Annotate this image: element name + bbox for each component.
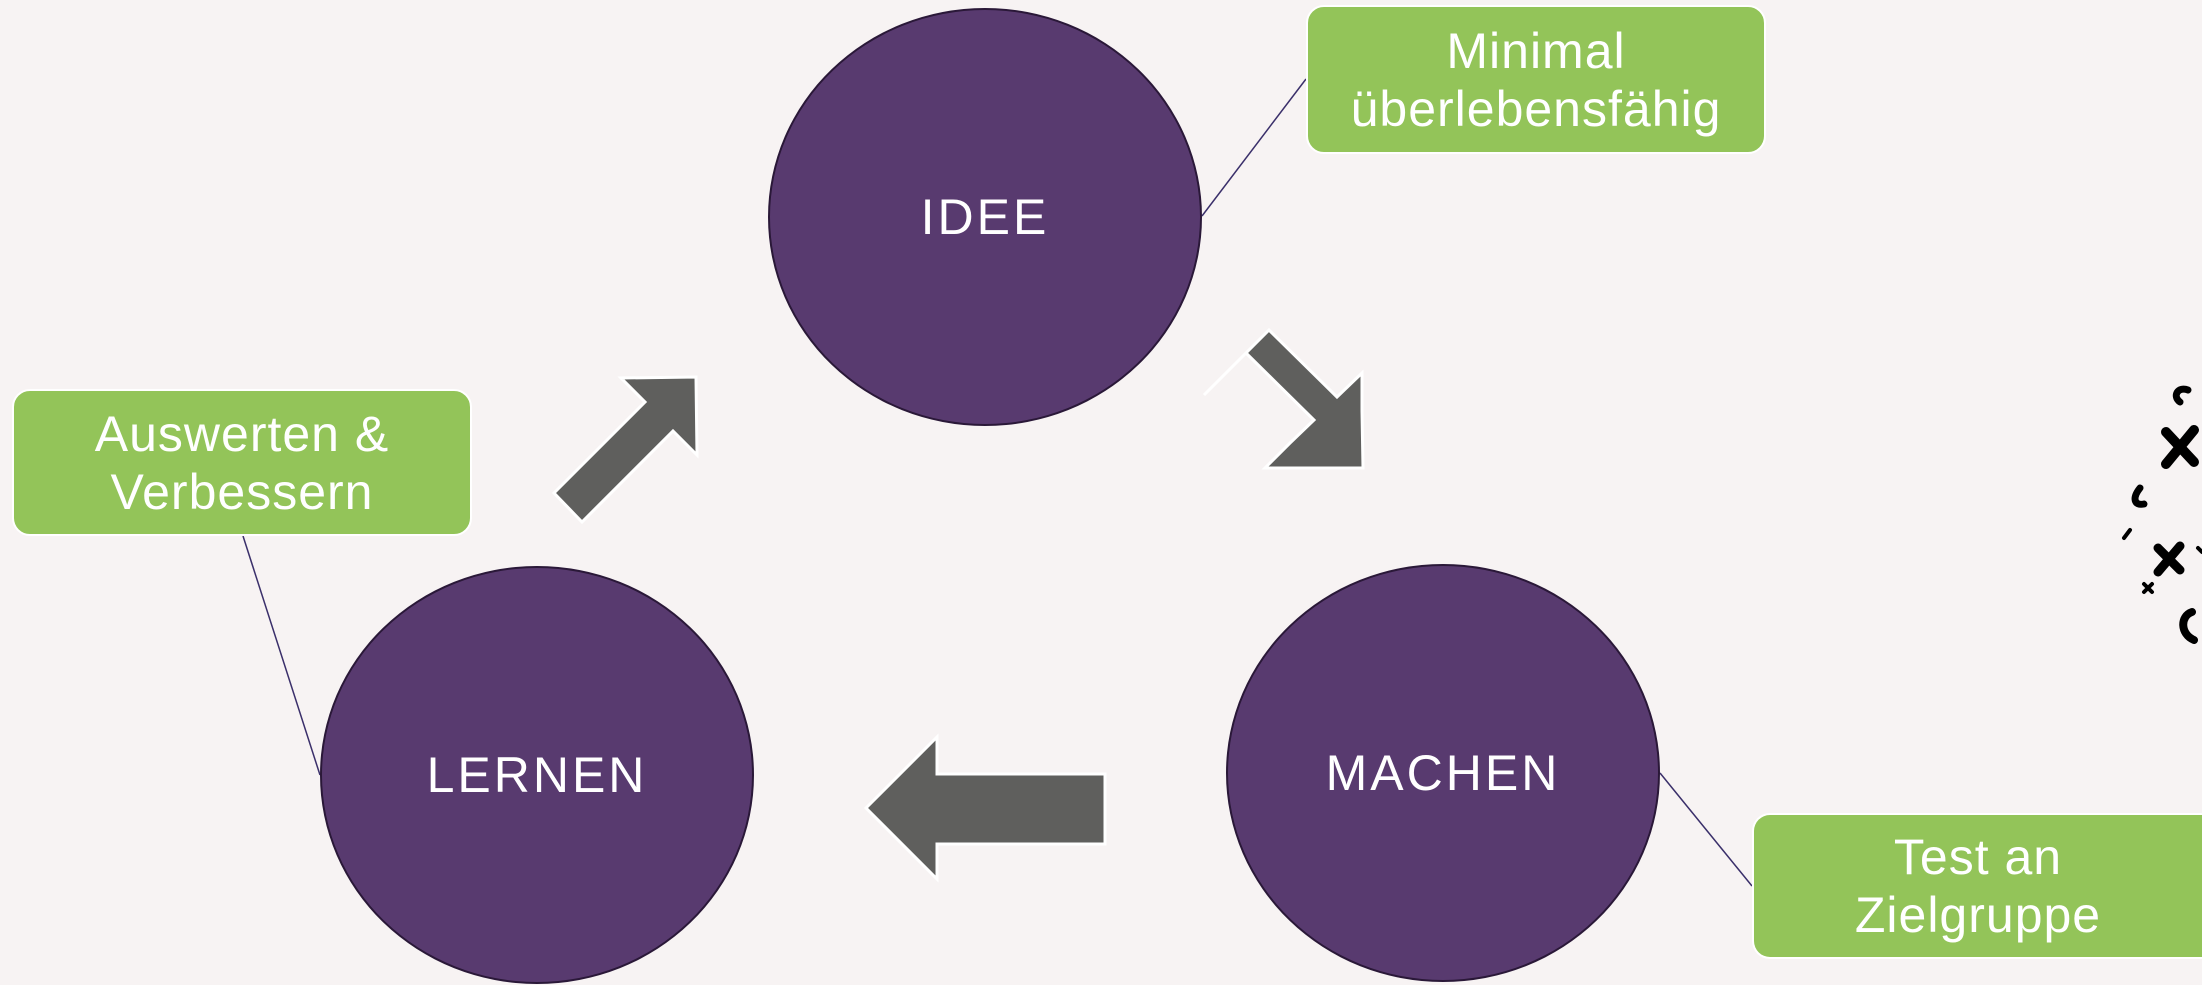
node-lernen-label: LERNEN	[426, 747, 648, 803]
node-machen: MACHEN	[1226, 564, 1660, 982]
callout-test: Test an Zielgruppe	[1752, 813, 2202, 959]
callout-test-line-2: Zielgruppe	[1854, 887, 2102, 943]
node-machen-label: MACHEN	[1325, 745, 1561, 801]
node-lernen: LERNEN	[320, 566, 754, 984]
node-idee-label: IDEE	[920, 189, 1050, 245]
callout-minimal-line-2: überlebensfähig	[1350, 80, 1722, 137]
connector-idee-minimal	[1201, 78, 1307, 217]
arrow-machen-to-lernen	[863, 733, 1107, 883]
callout-test-line-1: Test an	[1893, 829, 2063, 885]
arrow-idee-to-machen	[1202, 327, 1365, 470]
callout-auswerten-line-2: Verbessern	[110, 463, 374, 520]
callout-minimal: Minimal überlebensfähig	[1306, 5, 1766, 154]
callout-auswerten-line-1: Auswerten &	[94, 405, 390, 462]
connector-machen-test	[1659, 772, 1753, 887]
doodle-crosses-image	[2122, 385, 2202, 644]
node-idee: IDEE	[768, 8, 1202, 426]
arrow-lernen-to-idee	[551, 375, 699, 525]
callout-auswerten: Auswerten & Verbessern	[12, 389, 472, 536]
connector-lernen-auswerten	[242, 535, 321, 776]
callout-minimal-line-1: Minimal	[1446, 22, 1626, 79]
